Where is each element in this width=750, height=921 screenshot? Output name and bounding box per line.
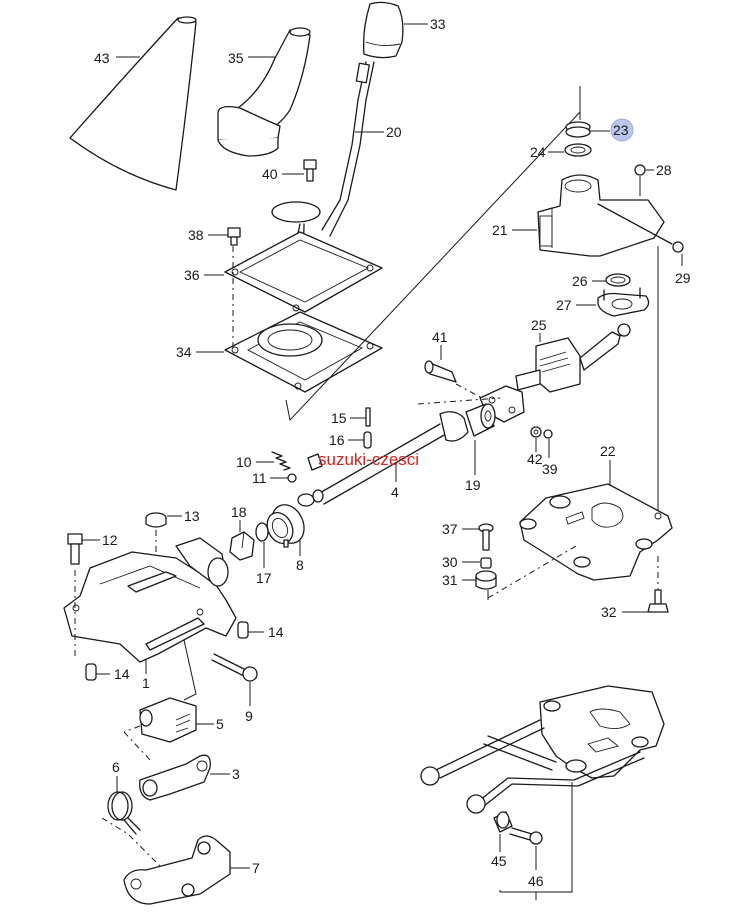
part-8-rod-boot[interactable] [262, 500, 310, 549]
part-1-shift-case[interactable] [63, 537, 237, 663]
label-13[interactable]: 13 [184, 508, 200, 524]
part-31-cushion[interactable] [475, 570, 497, 590]
highlight-23 [610, 118, 634, 142]
watermark: suzuki-czesci [318, 450, 419, 469]
label-45[interactable]: 45 [491, 853, 507, 869]
label-9[interactable]: 9 [245, 708, 253, 724]
label-8[interactable]: 8 [296, 557, 304, 573]
part-25-universal-joint[interactable] [515, 323, 631, 393]
part-16-pin[interactable] [363, 431, 372, 449]
label-21[interactable]: 21 [492, 222, 508, 238]
part-36-cover-plate[interactable] [224, 231, 383, 313]
label-20[interactable]: 20 [386, 124, 402, 140]
part-15-pin[interactable] [365, 407, 371, 427]
part-14-dowel-left[interactable] [85, 663, 97, 681]
label-17[interactable]: 17 [256, 570, 272, 586]
part-28-nut[interactable] [634, 164, 646, 176]
part-46-bolt[interactable] [509, 827, 543, 845]
label-24[interactable]: 24 [530, 144, 546, 160]
part-38-bolt[interactable] [227, 227, 241, 246]
part-32-bolt[interactable] [647, 589, 669, 613]
part-6-torsion-spring[interactable] [107, 791, 141, 835]
guide-line [285, 86, 581, 422]
part-45-collar[interactable] [493, 811, 513, 833]
label-41[interactable]: 41 [432, 329, 448, 345]
part-3-shift-bracket[interactable] [139, 754, 211, 801]
label-12[interactable]: 12 [102, 532, 118, 548]
part-35-inner-boot[interactable] [217, 27, 311, 157]
guide-line [183, 639, 197, 701]
label-35[interactable]: 35 [228, 50, 244, 66]
label-7[interactable]: 7 [252, 860, 260, 876]
guide-line [487, 545, 577, 599]
label-42[interactable]: 42 [527, 451, 543, 467]
label-5[interactable]: 5 [216, 716, 224, 732]
part-37-bolt[interactable] [478, 523, 494, 551]
guide-line [417, 383, 501, 405]
part-14-dowel-right[interactable] [237, 621, 249, 639]
label-23[interactable]: 23 [613, 122, 629, 138]
part-26-seal[interactable] [605, 273, 631, 287]
part-detent-plug[interactable] [307, 453, 323, 471]
label-3[interactable]: 3 [232, 766, 240, 782]
part-30-collar[interactable] [480, 557, 492, 569]
label-14a[interactable]: 14 [268, 624, 284, 640]
part-18-nut[interactable] [229, 531, 255, 561]
label-18[interactable]: 18 [231, 504, 247, 520]
part-4-shift-rod[interactable] [297, 411, 469, 507]
part-19-bushing[interactable] [465, 403, 496, 437]
guide-line [101, 817, 161, 867]
label-22[interactable]: 22 [600, 443, 616, 459]
label-32[interactable]: 32 [601, 604, 617, 620]
label-11[interactable]: 11 [252, 470, 267, 486]
label-36[interactable]: 36 [184, 267, 200, 283]
label-39[interactable]: 39 [542, 461, 558, 477]
label-37[interactable]: 37 [442, 521, 458, 537]
part-shift-frame-assembly[interactable] [420, 685, 665, 814]
label-16[interactable]: 16 [329, 432, 345, 448]
label-19[interactable]: 19 [465, 477, 481, 493]
part-43-shift-boot[interactable] [69, 16, 197, 191]
label-4[interactable]: 4 [391, 484, 399, 500]
label-43[interactable]: 43 [94, 50, 110, 66]
part-41-pin[interactable] [424, 360, 457, 383]
part-22-mounting-bracket[interactable] [519, 483, 673, 581]
part-13-plug[interactable] [145, 512, 167, 528]
part-33-shift-knob[interactable] [362, 1, 404, 59]
part-7-shift-lever-arm[interactable] [123, 835, 231, 905]
label-28[interactable]: 28 [656, 162, 672, 178]
part-11-ball[interactable] [287, 473, 297, 483]
label-30[interactable]: 30 [442, 554, 458, 570]
part-39-nut[interactable] [543, 429, 553, 439]
part-42-washer[interactable] [530, 426, 542, 438]
guide-line [123, 725, 151, 761]
label-26[interactable]: 26 [572, 273, 588, 289]
part-9-bolt[interactable] [211, 653, 258, 682]
label-34[interactable]: 34 [176, 344, 192, 360]
part-24-seal[interactable] [564, 143, 592, 157]
label-38[interactable]: 38 [188, 227, 204, 243]
label-10[interactable]: 10 [236, 454, 252, 470]
part-34-seal-plate[interactable] [224, 311, 383, 393]
part-21-shift-housing[interactable] [537, 174, 684, 257]
label-15[interactable]: 15 [331, 410, 347, 426]
part-27-retainer-plate[interactable] [597, 287, 650, 317]
part-23-ring[interactable] [565, 121, 591, 138]
part-17-ring[interactable] [255, 522, 269, 542]
part-40-bolt[interactable] [303, 159, 317, 182]
label-40[interactable]: 40 [262, 166, 278, 182]
label-29[interactable]: 29 [675, 270, 691, 286]
part-10-spring[interactable] [271, 451, 291, 471]
part-12-bolt[interactable] [67, 533, 83, 565]
label-14b[interactable]: 14 [114, 666, 130, 682]
label-1[interactable]: 1 [142, 675, 150, 691]
part-5-shift-block[interactable] [139, 697, 197, 743]
label-6[interactable]: 6 [112, 759, 120, 775]
label-31[interactable]: 31 [442, 572, 458, 588]
label-25[interactable]: 25 [531, 317, 547, 333]
label-27[interactable]: 27 [556, 297, 572, 313]
label-46[interactable]: 46 [528, 873, 544, 889]
label-33[interactable]: 33 [430, 16, 446, 32]
